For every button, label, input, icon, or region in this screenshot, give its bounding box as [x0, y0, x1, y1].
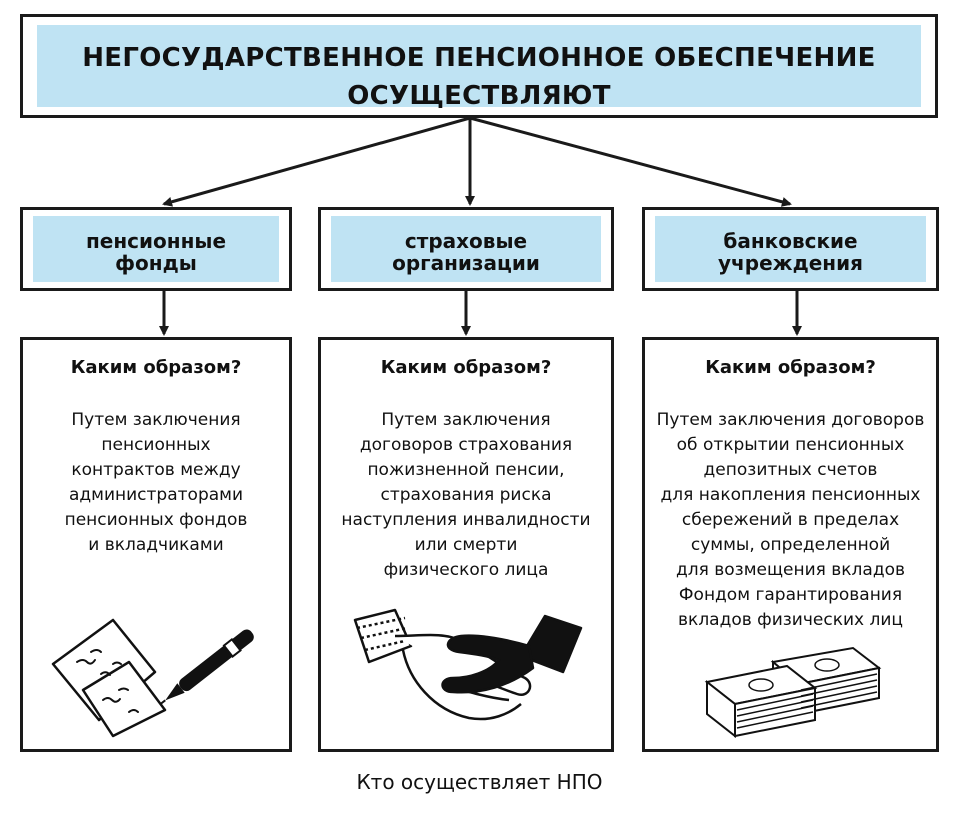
question-heading: Каким образом? — [380, 357, 552, 378]
category-label-line1: банковские — [723, 229, 858, 253]
money-stack-icon — [704, 646, 882, 738]
description-text: Путем заключения договоров страхования п… — [341, 410, 591, 580]
category-label: страховые организации — [321, 230, 611, 274]
category-insurance-organizations: страховые организации — [318, 207, 614, 291]
handshake-icon — [353, 608, 583, 721]
category-label-line2: учреждения — [718, 251, 863, 275]
question-heading: Каким образом? — [70, 357, 242, 378]
category-pension-funds: пенсионные фонды — [20, 207, 292, 291]
figure-caption: Кто осуществляет НПО — [356, 770, 603, 794]
title-box: НЕГОСУДАРСТВЕННОЕ ПЕНСИОННОЕ ОБЕСПЕЧЕНИЕ… — [20, 14, 938, 118]
contract-pen-icon — [51, 618, 254, 738]
category-label-line1: пенсионные — [85, 229, 227, 253]
arrow-to-pension-funds — [162, 116, 471, 207]
category-banking-institutions: банковские учреждения — [642, 207, 939, 291]
title-line-2: ОСУЩЕСТВЛЯЮТ — [347, 81, 611, 111]
category-label: пенсионные фонды — [23, 230, 289, 274]
category-label-line2: фонды — [115, 251, 197, 275]
question-heading: Каким образом? — [705, 357, 876, 378]
arrow-to-banks — [469, 116, 792, 207]
detail-banking-institutions: Каким образом? Путем заключения договоро… — [642, 337, 939, 752]
diagram-title: НЕГОСУДАРСТВЕННОЕ ПЕНСИОННОЕ ОБЕСПЕЧЕНИЕ… — [23, 39, 935, 115]
description-text: Путем заключения пенсионных контрактов м… — [64, 410, 248, 555]
detail-insurance-organizations: Каким образом? Путем заключения договоро… — [318, 337, 614, 752]
category-label-line2: организации — [392, 251, 540, 275]
category-label-line1: страховые — [404, 229, 528, 253]
detail-pension-funds: Каким образом? Путем заключения пенсионн… — [20, 337, 292, 752]
title-line-1: НЕГОСУДАРСТВЕННОЕ ПЕНСИОННОЕ ОБЕСПЕЧЕНИЕ — [82, 43, 876, 73]
category-label: банковские учреждения — [645, 230, 936, 274]
description-text: Путем заключения договоров об открытии п… — [656, 410, 925, 630]
